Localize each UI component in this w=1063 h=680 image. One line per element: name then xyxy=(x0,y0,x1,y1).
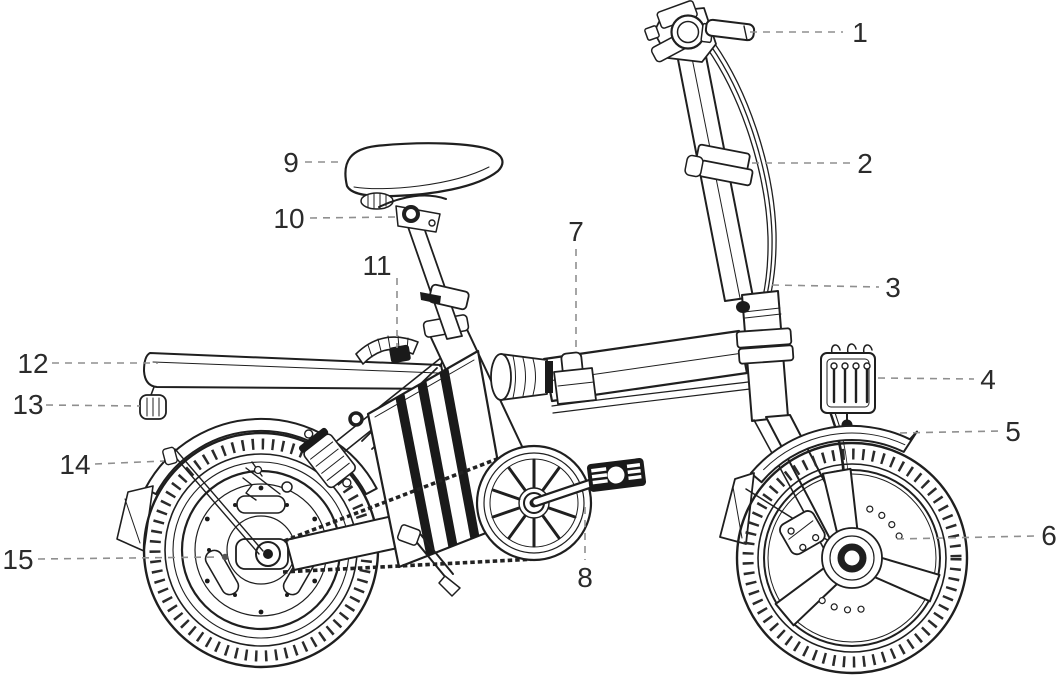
front-brake-disc-holes xyxy=(818,505,903,614)
callout-number-5: 5 xyxy=(1005,416,1021,447)
callout-number-15: 15 xyxy=(2,544,33,575)
callout-6-leader-line xyxy=(896,535,1035,540)
callout-number-14: 14 xyxy=(59,449,90,480)
battery-carry-handle xyxy=(355,335,419,365)
callout-number-10: 10 xyxy=(273,203,304,234)
front-wheel xyxy=(735,441,969,675)
seat-post xyxy=(406,221,470,340)
callout-15-leader-line xyxy=(37,556,221,560)
callout-3-leader-line xyxy=(771,284,880,288)
front-wheel-spokes xyxy=(774,467,941,627)
callout-number-4: 4 xyxy=(980,364,996,395)
callout-number-11: 11 xyxy=(362,250,391,281)
chain xyxy=(282,457,537,574)
head-tube xyxy=(735,290,795,422)
callout-5-leader-line xyxy=(899,430,1001,434)
callout-number-12: 12 xyxy=(17,348,48,379)
rear-fender-stay xyxy=(162,446,264,555)
battery-pack xyxy=(366,349,511,569)
callout-4-leader-line xyxy=(877,377,975,380)
frame-folding-latch xyxy=(553,351,597,405)
callout-14-leader-line xyxy=(94,460,165,465)
callout-number-9: 9 xyxy=(283,147,299,178)
callout-number-1: 1 xyxy=(852,17,868,48)
stem-folding-clamp xyxy=(684,143,754,187)
rack-end-knob xyxy=(139,386,167,420)
callout-number-3: 3 xyxy=(885,272,901,303)
front-brake-caliper xyxy=(779,510,826,556)
saddle xyxy=(344,142,504,198)
callout-number-7: 7 xyxy=(568,216,584,247)
callout-number-2: 2 xyxy=(857,148,873,179)
callout-15-end-dot xyxy=(221,553,229,561)
callout-number-8: 8 xyxy=(577,562,593,593)
rear-axle xyxy=(235,538,289,570)
frame-pivot-bolt xyxy=(348,411,364,427)
rear-brake-parts xyxy=(242,461,293,501)
handlebar-folded xyxy=(644,0,756,63)
handlebar-grip xyxy=(704,18,756,42)
callout-13-leader-line xyxy=(45,404,141,407)
callout-number-6: 6 xyxy=(1041,520,1057,551)
callout-10-leader-line xyxy=(309,216,397,219)
rear-shock-absorber xyxy=(298,427,356,489)
battery-lock-barrel xyxy=(490,353,553,401)
pedal xyxy=(586,458,647,492)
callout-number-13: 13 xyxy=(12,389,43,420)
kickstand xyxy=(396,524,461,597)
saddle-clamp xyxy=(360,192,447,233)
